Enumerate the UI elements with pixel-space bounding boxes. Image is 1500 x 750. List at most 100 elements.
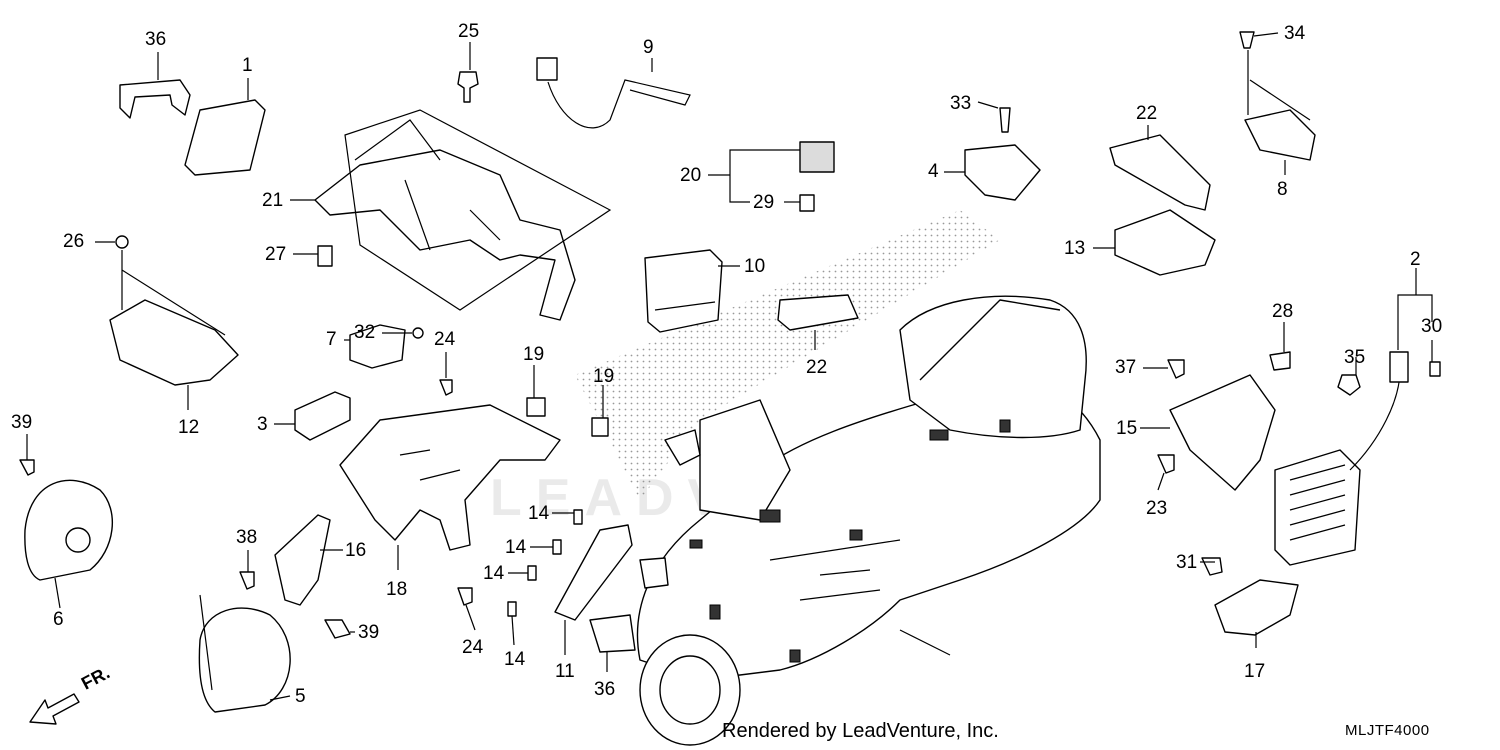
callout-16[interactable]: 16 bbox=[345, 540, 367, 561]
part-36-clip-bottom bbox=[589, 614, 636, 653]
callout-8[interactable]: 8 bbox=[1277, 179, 1288, 200]
part-24-bolt-top bbox=[439, 379, 453, 396]
windscreen-shape bbox=[699, 399, 791, 521]
callout-30[interactable]: 30 bbox=[1421, 316, 1443, 337]
callout-19-b[interactable]: 19 bbox=[593, 366, 615, 387]
top-box-shape bbox=[899, 295, 1087, 439]
callout-9[interactable]: 9 bbox=[643, 37, 654, 58]
part-35-nut bbox=[1337, 374, 1361, 396]
callout-20[interactable]: 20 bbox=[680, 165, 702, 186]
part-14-clip-a bbox=[573, 509, 583, 525]
leader-lines bbox=[26, 32, 1433, 701]
part-39-bolt-top bbox=[19, 459, 35, 476]
part-15-cover bbox=[1169, 374, 1276, 491]
part-30-clip bbox=[1429, 361, 1441, 377]
callout-27[interactable]: 27 bbox=[265, 244, 287, 265]
part-34-screw bbox=[1239, 31, 1255, 49]
callout-25[interactable]: 25 bbox=[458, 21, 480, 42]
part-5-horn bbox=[198, 607, 291, 713]
callout-22-mid[interactable]: 22 bbox=[806, 357, 828, 378]
callout-13[interactable]: 13 bbox=[1064, 238, 1086, 259]
callout-18[interactable]: 18 bbox=[386, 579, 408, 600]
part-25-bolt bbox=[457, 71, 479, 103]
part-14-clip-b bbox=[552, 539, 562, 555]
part-19-clip-b bbox=[591, 417, 609, 437]
part-24-bolt-bottom bbox=[457, 587, 473, 606]
callout-22-top[interactable]: 22 bbox=[1136, 103, 1158, 124]
callout-5[interactable]: 5 bbox=[295, 686, 306, 707]
callout-21[interactable]: 21 bbox=[262, 190, 284, 211]
part-33-screw bbox=[999, 107, 1011, 133]
callout-23[interactable]: 23 bbox=[1146, 498, 1168, 519]
part-22-cover-mid bbox=[777, 294, 859, 331]
callout-15[interactable]: 15 bbox=[1116, 418, 1138, 439]
part-17-cover bbox=[1214, 579, 1299, 636]
callout-39-top[interactable]: 39 bbox=[11, 412, 33, 433]
callout-26[interactable]: 26 bbox=[63, 231, 85, 252]
callout-7[interactable]: 7 bbox=[326, 329, 337, 350]
part-16-bracket bbox=[274, 514, 331, 606]
part-22-cover-top bbox=[1109, 134, 1211, 211]
part-28-clip bbox=[1269, 351, 1291, 371]
part-27-clip bbox=[317, 245, 333, 267]
callout-14-c[interactable]: 14 bbox=[483, 563, 505, 584]
part-8-unit bbox=[1244, 109, 1316, 161]
callout-29[interactable]: 29 bbox=[753, 192, 775, 213]
callout-2[interactable]: 2 bbox=[1410, 249, 1421, 270]
part-26-screw bbox=[115, 235, 129, 249]
callout-34[interactable]: 34 bbox=[1284, 23, 1306, 44]
render-credit: Rendered by LeadVenture, Inc. bbox=[722, 720, 999, 742]
callout-19-a[interactable]: 19 bbox=[523, 344, 545, 365]
callout-1[interactable]: 1 bbox=[242, 55, 253, 76]
part-6-horn bbox=[24, 479, 113, 581]
callout-4[interactable]: 4 bbox=[928, 161, 939, 182]
part-18-bracket bbox=[339, 404, 561, 551]
callout-24-top[interactable]: 24 bbox=[434, 329, 456, 350]
callout-32[interactable]: 32 bbox=[354, 322, 376, 343]
callout-31[interactable]: 31 bbox=[1176, 552, 1198, 573]
callout-12[interactable]: 12 bbox=[178, 417, 200, 438]
part-4-sensor bbox=[964, 144, 1041, 201]
part-19-clip-a bbox=[526, 397, 546, 417]
part-38-bolt bbox=[239, 571, 255, 590]
part-12-module bbox=[109, 299, 239, 386]
part-3-relay bbox=[294, 391, 351, 441]
callout-24-bottom[interactable]: 24 bbox=[462, 637, 484, 658]
part-11-cover bbox=[554, 524, 633, 621]
callout-14-a[interactable]: 14 bbox=[528, 503, 550, 524]
part-39-bolt-bottom bbox=[324, 619, 351, 639]
front-direction-arrow bbox=[29, 693, 80, 725]
callout-37[interactable]: 37 bbox=[1115, 357, 1137, 378]
callout-38[interactable]: 38 bbox=[236, 527, 258, 548]
part-37-bolt bbox=[1167, 359, 1185, 379]
callout-6[interactable]: 6 bbox=[53, 609, 64, 630]
motorcycle-illustration bbox=[636, 295, 1101, 746]
diagram-code: MLJTF4000 bbox=[1345, 722, 1430, 739]
dotted-wing-shape bbox=[575, 210, 1000, 500]
callout-35[interactable]: 35 bbox=[1344, 347, 1366, 368]
callout-10[interactable]: 10 bbox=[744, 256, 766, 277]
part-7-relay bbox=[349, 324, 406, 369]
callout-36-bottom[interactable]: 36 bbox=[594, 679, 616, 700]
mirror-shape bbox=[664, 429, 701, 466]
part-14-clip-d bbox=[507, 601, 517, 617]
part-31-bolt bbox=[1201, 557, 1223, 576]
callout-14-b[interactable]: 14 bbox=[505, 537, 527, 558]
callout-14-d[interactable]: 14 bbox=[504, 649, 526, 670]
callout-3[interactable]: 3 bbox=[257, 414, 268, 435]
callout-17[interactable]: 17 bbox=[1244, 661, 1266, 682]
callout-36[interactable]: 36 bbox=[145, 29, 167, 50]
part-13-module bbox=[1114, 209, 1216, 276]
part-32-screw bbox=[412, 327, 424, 339]
part-29-clip bbox=[799, 194, 815, 212]
part-1-module bbox=[184, 99, 266, 176]
part-23-bolt bbox=[1157, 454, 1175, 474]
callout-11[interactable]: 11 bbox=[555, 661, 575, 682]
part-20-relay bbox=[799, 141, 835, 173]
callout-39-bottom[interactable]: 39 bbox=[358, 622, 380, 643]
part-9-harness bbox=[536, 57, 691, 129]
callout-28[interactable]: 28 bbox=[1272, 301, 1294, 322]
callout-33[interactable]: 33 bbox=[950, 93, 972, 114]
